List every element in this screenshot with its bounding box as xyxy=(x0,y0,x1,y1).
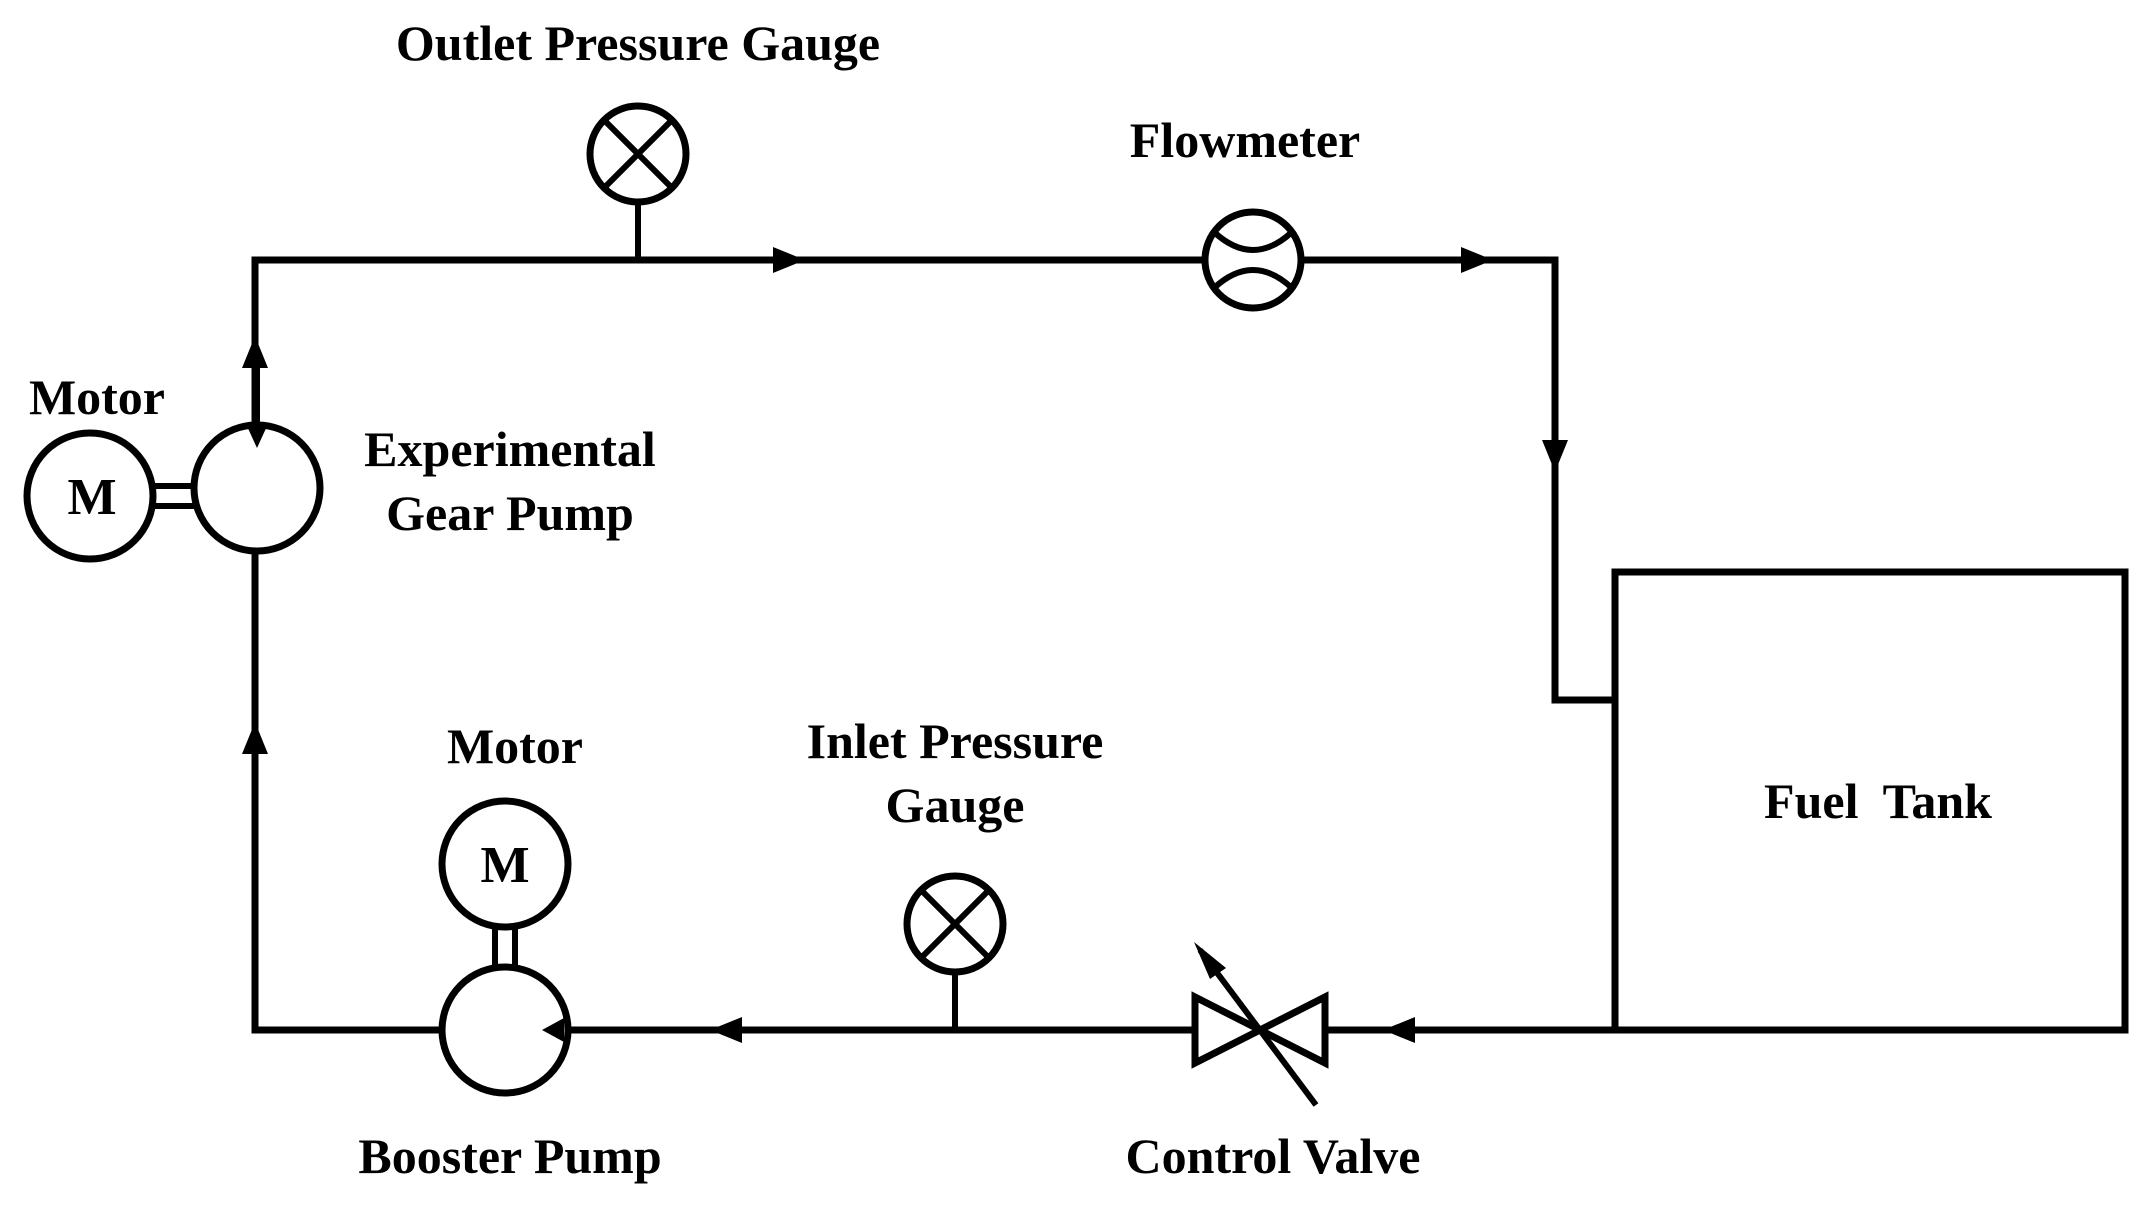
arrow-gear-pump-in xyxy=(246,424,268,448)
motor-circle-top xyxy=(23,429,157,563)
label-booster-pump: Booster Pump xyxy=(358,1128,661,1184)
arrow-bottom-from-tank xyxy=(1383,1017,1415,1043)
label-motor-top: Motor xyxy=(29,369,165,425)
arrow-right-down xyxy=(1542,440,1568,472)
labels: Outlet Pressure Gauge Flowmeter Motor Ex… xyxy=(29,15,1992,1184)
inlet-pressure-gauge xyxy=(903,872,1007,1030)
label-flowmeter: Flowmeter xyxy=(1130,112,1360,168)
label-inlet-pressure: Inlet Pressure xyxy=(807,713,1104,769)
label-outlet-pressure-gauge: Outlet Pressure Gauge xyxy=(396,15,880,71)
flow-arrows xyxy=(242,247,1568,1043)
flowmeter-arc-top xyxy=(1211,229,1295,253)
control-valve-adjust-arrow xyxy=(1194,942,1226,979)
flowmeter-arc-bottom xyxy=(1211,267,1295,291)
label-experimental: Experimental xyxy=(364,421,656,477)
motor-circle-bottom xyxy=(438,797,572,931)
arrow-top-1 xyxy=(773,247,805,273)
experimental-gear-pump-group xyxy=(23,365,324,563)
fuel-tank xyxy=(1611,568,2129,1034)
outlet-pressure-gauge xyxy=(586,102,690,260)
arrow-gear-pump-out xyxy=(242,336,268,368)
inlet-gauge-cross-2 xyxy=(918,887,992,961)
booster-pump xyxy=(438,963,572,1097)
booster-pump-group xyxy=(438,797,572,1097)
label-motor-symbol-top: M xyxy=(67,469,116,526)
pipe-right-downcomer xyxy=(1551,256,1619,704)
label-control-valve: Control Valve xyxy=(1126,1128,1421,1184)
outlet-gauge-cross-2 xyxy=(601,117,675,191)
label-fuel-tank: Fuel Tank xyxy=(1764,773,1992,829)
label-gear-pump: Gear Pump xyxy=(386,485,634,541)
arrow-top-2 xyxy=(1461,247,1493,273)
label-inlet-gauge: Gauge xyxy=(886,777,1025,833)
flowmeter-circle xyxy=(1201,208,1305,312)
arrow-left-riser xyxy=(242,722,268,754)
arrow-bottom-to-booster xyxy=(710,1017,742,1043)
control-valve xyxy=(1191,942,1329,1107)
control-valve-adjust-line xyxy=(1197,948,1319,1107)
label-motor-symbol-bottom: M xyxy=(480,837,529,894)
label-motor-bottom: Motor xyxy=(447,718,583,774)
flowmeter xyxy=(1201,208,1305,312)
arrow-booster-in xyxy=(542,1018,564,1042)
